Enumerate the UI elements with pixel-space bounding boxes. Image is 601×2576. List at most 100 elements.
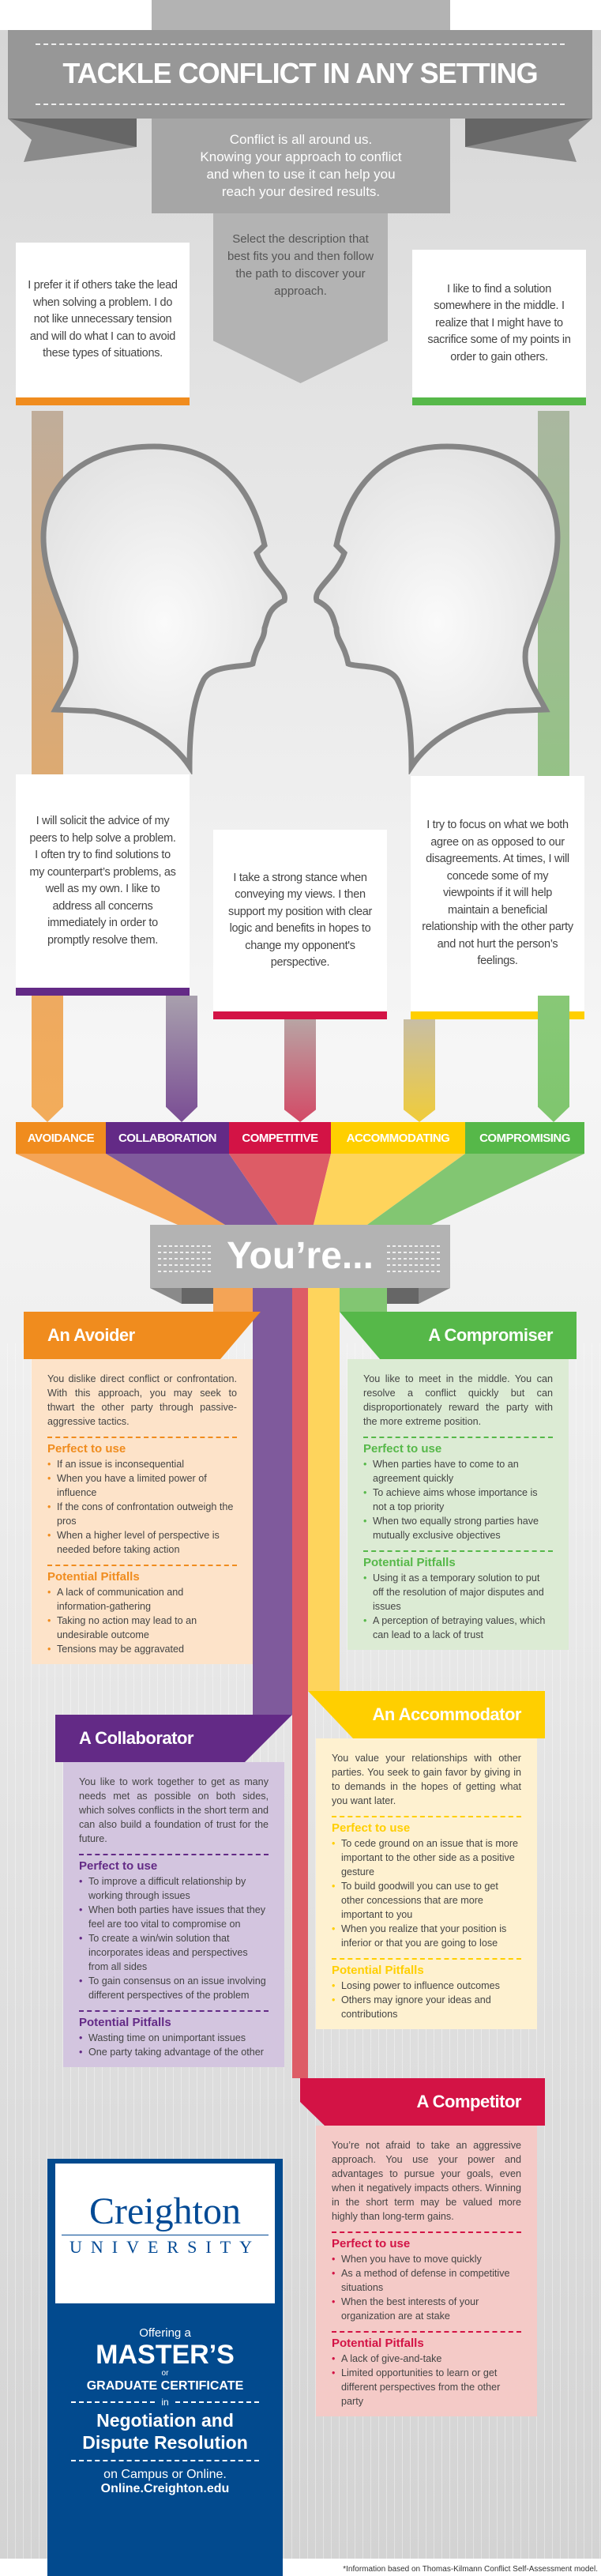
list-item: To achieve aims whose importance is not …: [363, 1486, 553, 1514]
intro-text: Conflict is all around us.Knowing your a…: [152, 119, 450, 213]
instruction-arrow: Select the description that best fits yo…: [213, 213, 388, 383]
footnote: *Information based on Thomas-Kilmann Con…: [343, 2565, 598, 2574]
logo-name: Creighton: [89, 2190, 241, 2232]
color-streams: [16, 1154, 584, 2078]
competitor-header: A Competitor: [300, 2078, 545, 2126]
list-item: To gain consensus on an issue involving …: [79, 1974, 269, 2002]
title-banner: TACKLE CONFLICT IN ANY SETTING: [8, 30, 592, 119]
statement-competitive[interactable]: I take a strong stance when conveying my…: [213, 830, 387, 1019]
youre-text: You’re...: [227, 1235, 374, 1277]
arrow-avoidance: [32, 996, 63, 1122]
intro-line: and when to use it can help you: [206, 167, 396, 182]
accommodator-card: You value your relationships with other …: [316, 1738, 537, 2029]
divider: [36, 104, 565, 105]
list-item: To build goodwill you can use to get oth…: [332, 1879, 521, 1922]
list-item: When parties have to come to an agreemen…: [363, 1457, 553, 1486]
statement-text: I like to find a solution somewhere in t…: [427, 282, 571, 363]
perfect-to-use-list: When parties have to come to an agreemen…: [363, 1457, 553, 1542]
list-item: Limited opportunities to learn or get di…: [332, 2366, 521, 2408]
perfect-to-use-heading: Perfect to use: [79, 1859, 158, 1873]
youre-banner: You’re...: [150, 1225, 450, 1288]
potential-pitfalls-heading: Potential Pitfalls: [332, 1964, 424, 1977]
list-item: A lack of communication and information-…: [47, 1585, 237, 1614]
perfect-to-use-heading: Perfect to use: [363, 1442, 442, 1456]
perfect-to-use-section: Perfect to useWhen you have to move quic…: [332, 2231, 521, 2323]
ad-where: on Campus or Online.: [103, 2468, 227, 2481]
description: You’re not afraid to take an aggressive …: [332, 2140, 521, 2222]
compromiser-title: A Compromiser: [428, 1325, 553, 1345]
compromiser-header: A Compromiser: [340, 1312, 577, 1359]
list-item: To cede ground on an issue that is more …: [332, 1836, 521, 1879]
list-item: A lack of give-and-take: [332, 2352, 521, 2366]
list-item: Wasting time on unimportant issues: [79, 2031, 269, 2045]
ad-in: in: [161, 2397, 169, 2408]
potential-pitfalls-heading: Potential Pitfalls: [79, 2016, 171, 2029]
creighton-ad[interactable]: Creighton UNIVERSITY Offering a MASTER’S…: [47, 2159, 283, 2576]
label-avoidance[interactable]: AVOIDANCE: [16, 1122, 106, 1154]
avoider-card: You dislike direct conflict or confronta…: [32, 1359, 253, 1664]
label-compromising[interactable]: COMPROMISING: [465, 1122, 584, 1154]
perfect-to-use-heading: Perfect to use: [332, 1821, 411, 1835]
intro-line: Conflict is all around us.: [229, 132, 373, 147]
potential-pitfalls-list: A lack of give-and-takeLimited opportuni…: [332, 2352, 521, 2408]
potential-pitfalls-heading: Potential Pitfalls: [363, 1556, 456, 1569]
collaborator-card: You like to work together to get as many…: [63, 1762, 284, 2067]
statement-compromising[interactable]: I like to find a solution somewhere in t…: [412, 250, 586, 405]
list-item: When a higher level of perspective is ne…: [47, 1528, 237, 1557]
label-collaboration[interactable]: COLLABORATION: [106, 1122, 229, 1154]
potential-pitfalls-heading: Potential Pitfalls: [47, 1570, 140, 1584]
description: You dislike direct conflict or confronta…: [47, 1373, 237, 1427]
compromiser-card: You like to meet in the middle. You can …: [347, 1359, 569, 1650]
potential-pitfalls-section: Potential PitfallsWasting time on unimpo…: [79, 2010, 269, 2059]
collaborator-title: A Collaborator: [79, 1728, 193, 1748]
label-accommodating[interactable]: ACCOMMODATING: [331, 1122, 465, 1154]
statement-accommodating[interactable]: I try to focus on what we both agree on …: [411, 776, 584, 1019]
ad-program: Negotiation and: [96, 2410, 234, 2431]
collaborator-header: A Collaborator: [55, 1715, 292, 1762]
arrow-competitive: [284, 1019, 316, 1122]
banner-ribbon-ends: [8, 119, 592, 162]
list-item: As a method of defense in competitive si…: [332, 2266, 521, 2295]
list-item: Losing power to influence outcomes: [332, 1979, 521, 1993]
website-link[interactable]: Online.Creighton.edu: [100, 2482, 230, 2495]
statement-text: I take a strong stance when conveying my…: [228, 871, 372, 970]
list-item: If an issue is inconsequential: [47, 1457, 237, 1471]
arrow-accommodating: [404, 1019, 435, 1122]
perfect-to-use-heading: Perfect to use: [47, 1442, 126, 1456]
intro-line: reach your desired results.: [221, 184, 381, 199]
potential-pitfalls-list: A lack of communication and information-…: [47, 1585, 237, 1656]
potential-pitfalls-list: Using it as a temporary solution to put …: [363, 1571, 553, 1642]
list-item: To improve a difficult relationship by w…: [79, 1874, 269, 1903]
statement-collaboration[interactable]: I will solicit the advice of my peers to…: [16, 774, 190, 996]
list-item: To create a win/win solution that incorp…: [79, 1931, 269, 1974]
perfect-to-use-section: Perfect to useIf an issue is inconsequen…: [47, 1437, 237, 1557]
description: You value your relationships with other …: [332, 1753, 521, 1806]
label-competitive[interactable]: COMPETITIVE: [229, 1122, 331, 1154]
creighton-logo: Creighton UNIVERSITY: [55, 2164, 275, 2303]
perfect-to-use-section: Perfect to useWhen parties have to come …: [363, 1437, 553, 1542]
facing-heads-illustration: [40, 443, 561, 774]
list-item: Taking no action may lead to an undesira…: [47, 1614, 237, 1642]
statement-avoidance[interactable]: I prefer it if others take the lead when…: [16, 243, 190, 405]
list-item: Others may ignore your ideas and contrib…: [332, 1993, 521, 2021]
title-tab: [152, 0, 450, 30]
perfect-to-use-section: Perfect to useTo cede ground on an issue…: [332, 1816, 521, 1950]
description: You like to work together to get as many…: [79, 1776, 269, 1844]
divider: [36, 43, 565, 45]
potential-pitfalls-section: Potential PitfallsA lack of communicatio…: [47, 1565, 237, 1656]
ad-certificate: GRADUATE CERTIFICATE: [86, 2379, 244, 2393]
list-item: When you realize that your position is i…: [332, 1922, 521, 1950]
list-item: A perception of betraying values, which …: [363, 1614, 553, 1642]
perfect-to-use-list: To cede ground on an issue that is more …: [332, 1836, 521, 1950]
list-item: When you have a limited power of influen…: [47, 1471, 237, 1500]
potential-pitfalls-section: Potential PitfallsUsing it as a temporar…: [363, 1550, 553, 1642]
potential-pitfalls-list: Losing power to influence outcomesOthers…: [332, 1979, 521, 2021]
perfect-to-use-heading: Perfect to use: [332, 2237, 411, 2250]
ad-offering: Offering a: [139, 2326, 191, 2340]
logo-sub: UNIVERSITY: [69, 2237, 261, 2257]
statement-text: I try to focus on what we both agree on …: [422, 819, 573, 968]
perfect-to-use-list: If an issue is inconsequentialWhen you h…: [47, 1457, 237, 1557]
ad-or: or: [161, 2369, 169, 2378]
list-item: When two equally strong parties have mut…: [363, 1514, 553, 1542]
statement-text: I will solicit the advice of my peers to…: [29, 815, 176, 947]
